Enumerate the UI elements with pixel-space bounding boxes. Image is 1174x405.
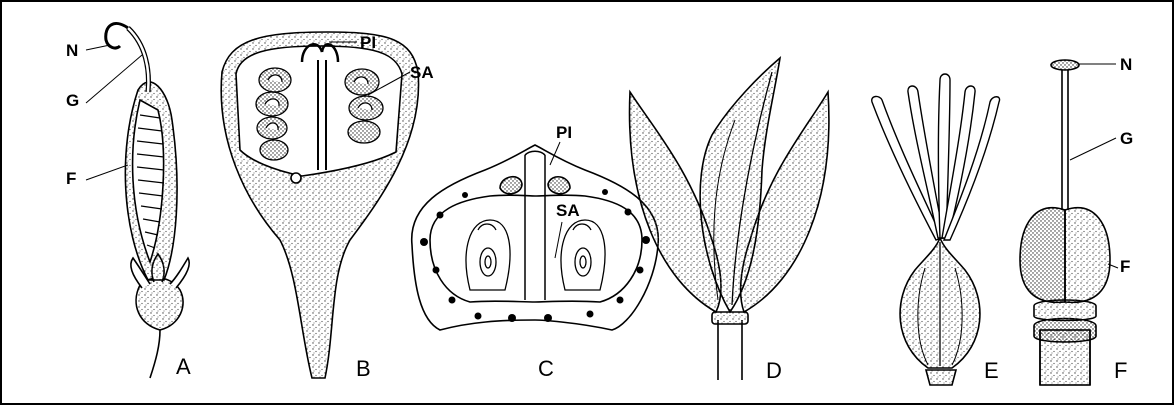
figure-a-style-label: G bbox=[66, 92, 79, 109]
figure-f-label: F bbox=[1114, 360, 1127, 382]
figure-b-drawing bbox=[221, 32, 418, 378]
figure-a-stigma-label: N bbox=[66, 42, 78, 59]
figure-b-label: B bbox=[356, 358, 371, 380]
figure-c-pi-label: PI bbox=[556, 124, 572, 141]
figure-e-label: E bbox=[984, 360, 999, 382]
figure-a-drawing bbox=[86, 24, 189, 378]
figure-f-ovary-label: F bbox=[1120, 258, 1130, 275]
figure-d-label: D bbox=[766, 360, 782, 382]
figure-c-drawing bbox=[412, 142, 659, 330]
figure-e-drawing bbox=[872, 74, 1000, 385]
figure-b-sa-label: SA bbox=[410, 64, 434, 81]
figure-c-label: C bbox=[538, 358, 554, 380]
figure-a-label: A bbox=[176, 356, 191, 378]
figure-c-sa-label: SA bbox=[556, 202, 580, 219]
figure-f-drawing bbox=[1020, 60, 1118, 385]
figure-d-drawing bbox=[630, 58, 829, 380]
figure-a-ovary-label: F bbox=[66, 170, 76, 187]
figure-b-pi-label: PI bbox=[360, 34, 376, 51]
figure-f-style-label: G bbox=[1120, 130, 1133, 147]
figure-f-stigma-label: N bbox=[1120, 56, 1132, 73]
